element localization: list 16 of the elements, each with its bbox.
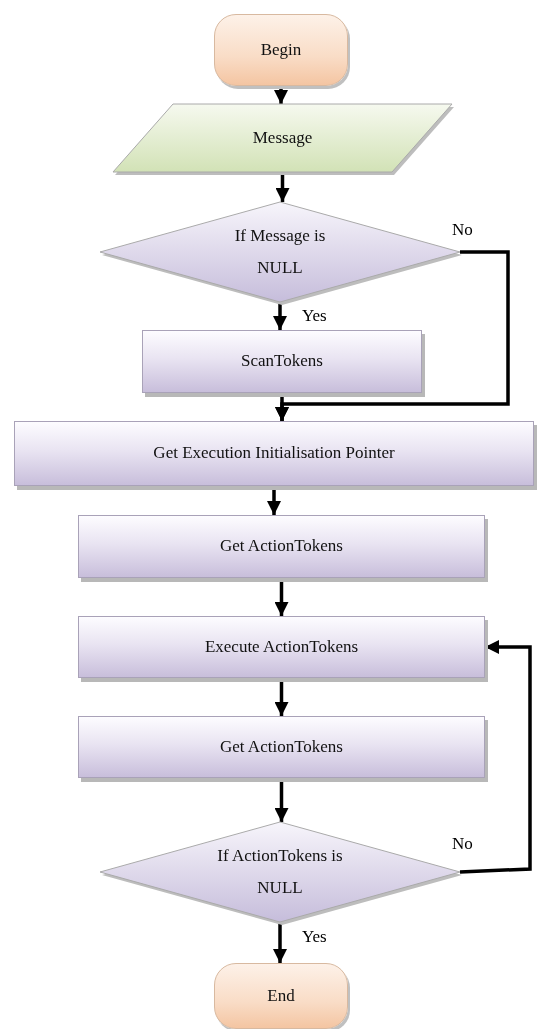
- node-label: ScanTokens: [241, 350, 323, 373]
- node-label: Execute ActionTokens: [204, 635, 359, 658]
- node-label: Begin: [260, 38, 302, 61]
- node-label: Message: [252, 126, 313, 149]
- node-label: Get ActionTokens: [220, 535, 343, 558]
- arrow: [459, 640, 532, 874]
- node-label: Get ActionTokens: [220, 735, 343, 758]
- arrow: [274, 86, 288, 104]
- terminal-shape: [214, 963, 348, 1029]
- node-label: If Message is NULL: [233, 224, 327, 279]
- terminal-shape: [214, 14, 348, 86]
- arrow: [273, 922, 287, 963]
- node-label: End: [267, 984, 295, 1007]
- node-label: Get Execution Initialisation Pointer: [153, 442, 395, 465]
- node-label: If ActionTokens is NULL: [216, 844, 344, 899]
- arrow: [273, 302, 287, 330]
